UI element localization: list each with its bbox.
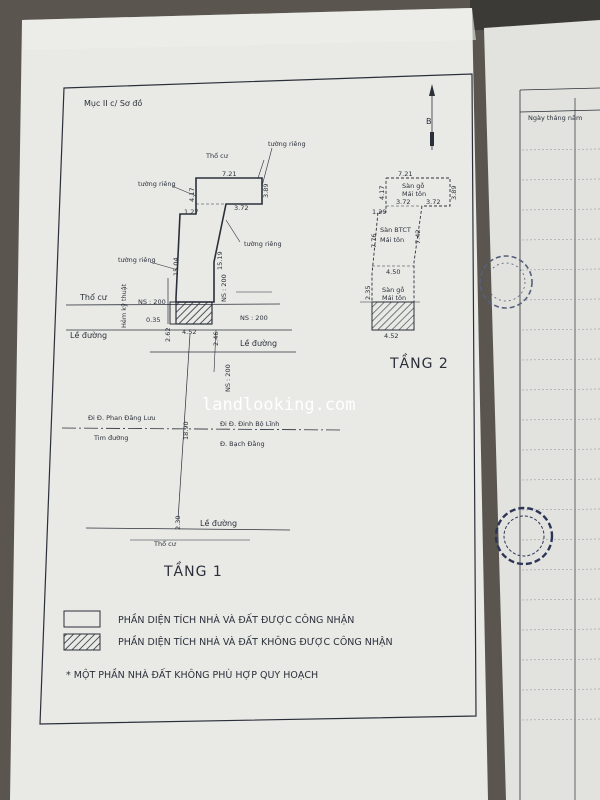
- legend-note: * MỘT PHẦN NHÀ ĐẤT KHÔNG PHÙ HỢP QUY HOẠ…: [66, 668, 318, 681]
- f1-dim-417: 4.17: [188, 188, 196, 202]
- seal-stamp-bottom: [494, 506, 554, 566]
- f1-d-bach-dang: Đ. Bạch Đằng: [220, 439, 265, 448]
- f2-dim-129: 1.29: [372, 208, 386, 216]
- f1-le-duong-bottom: Lề đường: [200, 518, 237, 528]
- f2-dim-450: 4.50: [386, 268, 400, 276]
- f1-dim-035: 0.35: [146, 316, 160, 324]
- floor1-title: TẦNG 1: [163, 561, 223, 580]
- f1-ns-left: NS : 200: [138, 298, 166, 306]
- floor1-unrecognized-area: [175, 301, 213, 325]
- legend-swatch-unrecognized: [63, 633, 101, 651]
- f1-dim-1890: 18.90: [182, 421, 190, 440]
- f2-mai-ton-2: Mái tôn: [380, 236, 404, 244]
- f1-tim-duong: Tim đường: [93, 434, 128, 442]
- f2-san-btct: Sàn BTCT: [380, 226, 411, 234]
- section-title: Mục II c/ Sơ đồ: [84, 98, 142, 109]
- legend-item-recognized: PHẦN DIỆN TÍCH NHÀ VÀ ĐẤT ĐƯỢC CÔNG NHẬN: [118, 613, 354, 626]
- f1-tho-cu-bottom: Thổ cư: [153, 539, 177, 548]
- f1-hem: Hẻm kỹ thuật: [120, 283, 128, 328]
- north-label: B: [426, 117, 432, 126]
- f2-dim-417: 4.17: [378, 186, 386, 200]
- f1-dim-452: 4.52: [182, 328, 196, 336]
- f1-dim-372: 3.72: [234, 204, 248, 212]
- f1-dim-127: 1.27: [184, 208, 198, 216]
- f2-dim-372b: 3.72: [426, 198, 440, 206]
- f2-mai-ton-3: Mái tôn: [382, 294, 406, 302]
- f2-mai-ton-1: Mái tôn: [402, 190, 426, 198]
- f1-tho-cu-top: Thổ cư: [205, 151, 229, 160]
- page-border: [39, 73, 477, 725]
- f1-dim-1504: 15.04: [172, 257, 180, 276]
- f1-tuong-rieng-4: tường riêng: [118, 256, 156, 264]
- floor1-plan: Thổ cư tường riêng tường riêng tường riê…: [61, 140, 341, 580]
- f2-dim-452: 4.52: [384, 332, 398, 340]
- f1-ns-road: NS : 200: [224, 364, 232, 392]
- north-arrow: B: [426, 84, 435, 150]
- f1-dim-230: 2.30: [174, 516, 182, 530]
- f1-tuong-rieng-3: tường riêng: [244, 240, 282, 248]
- f2-dim-721: 7.21: [398, 170, 412, 178]
- f2-dim-742: 7.42: [414, 230, 422, 244]
- f2-dim-235: 2.35: [364, 286, 372, 300]
- legend-item-unrecognized: PHẦN DIỆN TÍCH NHÀ VÀ ĐẤT KHÔNG ĐƯỢC CÔN…: [118, 635, 393, 648]
- floor2-title: TẦNG 2: [389, 353, 449, 372]
- f1-dim-721: 7.21: [222, 170, 236, 178]
- right-page: Ngày tháng năm: [484, 20, 600, 800]
- side-table-header: Ngày tháng năm: [528, 114, 582, 122]
- floor1-outline: [175, 177, 263, 303]
- f2-san-go-1: Sàn gỗ: [402, 181, 424, 190]
- f2-dim-372a: 3.72: [396, 198, 410, 206]
- f1-dim-262: 2.62: [164, 328, 172, 342]
- f1-dim-389: 3.89: [262, 184, 270, 198]
- f1-le-duong-2: Lề đường: [240, 338, 277, 348]
- f1-dim-1519: 15.19: [216, 251, 224, 270]
- f1-ns-vert: NS : 200: [220, 274, 228, 302]
- f2-san-go-2: Sàn gỗ: [382, 285, 404, 294]
- f1-di-phan-dang-luu: Đi Đ. Phan Đăng Lưu: [88, 414, 155, 422]
- f1-ns-right: NS : 200: [240, 314, 268, 322]
- f2-dim-776: 7.76: [370, 234, 378, 248]
- seal-stamp-top: [479, 255, 533, 309]
- floor2-unrecognized-area: [371, 301, 415, 331]
- legend-swatch-recognized: [63, 610, 101, 628]
- f1-tho-cu-left: Thổ cư: [79, 292, 108, 302]
- left-page: [10, 8, 488, 800]
- f1-di-dinh-bo-linh: Đi Đ. Đinh Bộ Lĩnh: [220, 420, 279, 428]
- watermark: landlooking.com: [202, 395, 356, 415]
- f1-tuong-rieng-1: tường riêng: [268, 140, 306, 148]
- f1-le-duong-1: Lề đường: [70, 330, 107, 340]
- f2-dim-389: 3.89: [450, 186, 458, 200]
- legend: PHẦN DIỆN TÍCH NHÀ VÀ ĐẤT ĐƯỢC CÔNG NHẬN…: [63, 610, 393, 681]
- f1-tuong-rieng-2: tường riêng: [138, 180, 176, 188]
- floor2-plan: 7.21 4.17 3.89 1.29 3.72 3.72 7.76 7.42 …: [360, 170, 458, 372]
- f1-dim-246: 2.46: [212, 332, 220, 346]
